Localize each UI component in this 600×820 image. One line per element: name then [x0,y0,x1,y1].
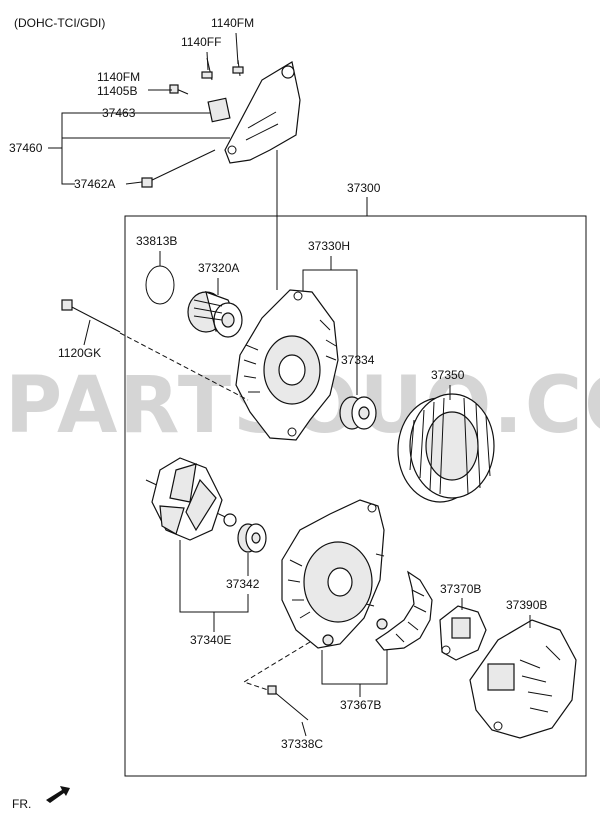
label-37460: 37460 [9,141,43,155]
label-37300: 37300 [347,181,381,195]
rear-cover-37390B [469,619,577,739]
label-37330H: 37330H [308,239,350,253]
label-37340E: 37340E [190,633,231,647]
label-37370B: 37370B [440,582,481,596]
mounting-bracket [207,61,301,164]
label-11405B: 11405B [97,84,137,98]
label-1140FM-top: 1140FM [211,16,254,30]
o-ring-33813B [145,265,175,305]
label-1140FF: 1140FF [181,35,221,49]
bearing-37342 [237,523,267,553]
label-37350: 37350 [431,368,465,382]
bearing-37334 [339,396,377,430]
label-37334: 37334 [341,353,375,367]
label-37367B: 37367B [340,698,381,712]
bolt-37338C [267,685,309,721]
variant-header: (DOHC-TCI/GDI) [14,16,105,30]
label-1120GK: 1120GK [58,346,101,360]
front-housing [235,289,339,441]
regulator-37370B [439,605,487,661]
forward-arrow-icon [46,786,70,803]
label-37390B: 37390B [506,598,547,612]
bolt-1140FF [201,57,213,81]
assembly-frame [124,215,587,777]
stator-37350 [397,393,495,503]
direction-label: FR. [12,797,31,811]
rear-housing [281,499,385,649]
rectifier-37367B [375,570,433,651]
label-33813B: 33813B [136,234,177,248]
long-bolt-37462A [141,149,216,188]
label-1140FM-mid: 1140FM [97,70,140,84]
long-bolt-1120GK [61,299,121,333]
label-37342: 37342 [226,577,260,591]
label-37338C: 37338C [281,737,323,751]
rotor-37340E [145,457,237,541]
label-37462A: 37462A [74,177,115,191]
label-37320A: 37320A [198,261,239,275]
bolt-11405B [169,84,189,95]
pulley-37320A [187,291,243,338]
